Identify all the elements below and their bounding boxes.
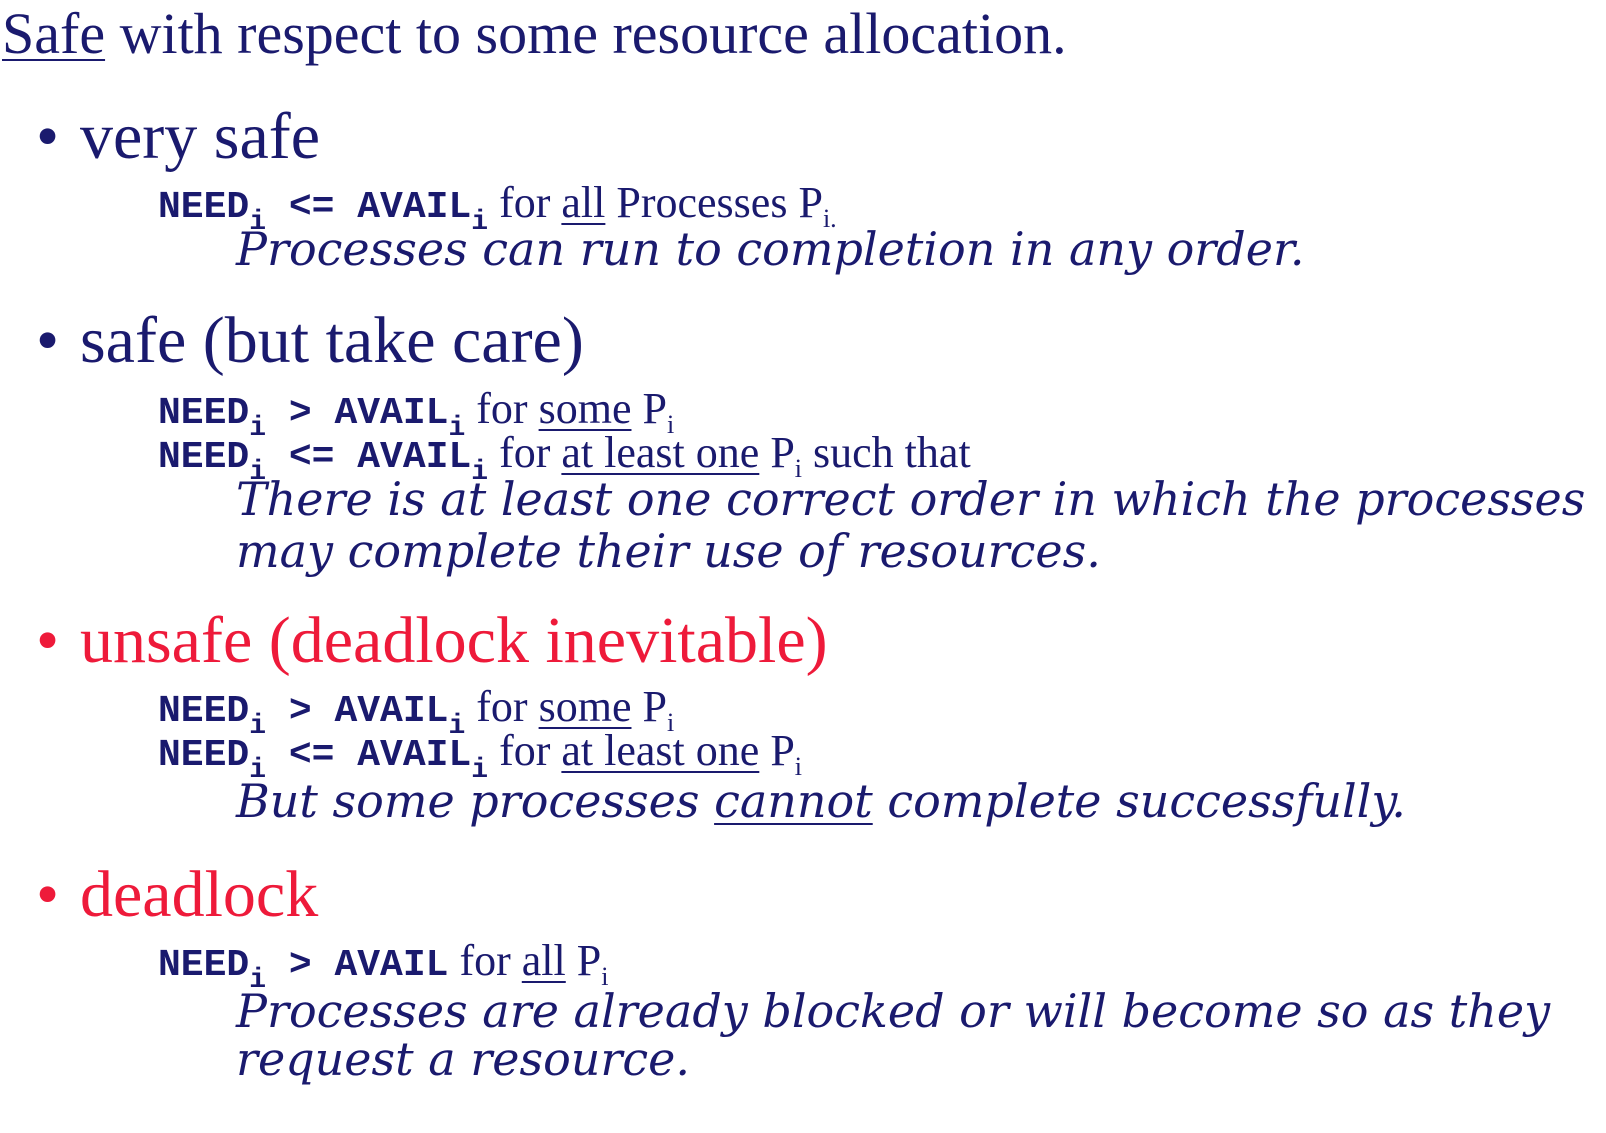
bullet-safe: • safe (but take care) — [36, 304, 584, 378]
subscript: i — [666, 708, 675, 737]
deadlock-note-line-2: request a resource. — [236, 1032, 691, 1086]
cond-underlined: some — [538, 682, 632, 731]
heading-rest: with respect to some resource allocation… — [105, 1, 1067, 66]
subscript: i — [249, 755, 267, 786]
avail-term: > AVAIL — [266, 944, 449, 987]
safe-condition-2: NEEDi <= AVAILi for at least one Pi such… — [158, 430, 971, 496]
bullet-unsafe: • unsafe (deadlock inevitable) — [36, 604, 828, 678]
cond-underlined: at least one — [561, 726, 760, 775]
very-safe-note: Processes can run to completion in any o… — [236, 222, 1305, 276]
need-term: NEED — [158, 186, 250, 229]
avail-term: > AVAIL — [266, 392, 449, 435]
subscript: i — [601, 962, 609, 991]
note-underlined: cannot — [714, 774, 873, 828]
bullet-deadlock: • deadlock — [36, 858, 318, 932]
subscript: i — [249, 207, 267, 238]
unsafe-note: But some processes cannot complete succe… — [236, 776, 1406, 826]
need-term: NEED — [158, 944, 250, 987]
subscript: i — [448, 711, 466, 742]
cond-text: P — [759, 428, 795, 477]
cond-underlined: all — [521, 936, 566, 985]
bullet-icon: • — [36, 304, 60, 377]
cond-text: P — [631, 682, 667, 731]
bullet-very-safe: • very safe — [36, 100, 320, 174]
cond-text: Processes P — [605, 178, 823, 227]
safe-condition-1: NEEDi > AVAILi for some Pi — [158, 386, 674, 452]
subscript: i. — [822, 204, 837, 233]
subscript: i — [471, 755, 489, 786]
need-term: NEED — [158, 690, 250, 733]
subscript: i — [794, 454, 803, 483]
subscript: i — [794, 752, 803, 781]
cond-text: for — [465, 384, 539, 433]
avail-term: <= AVAIL — [266, 186, 472, 229]
avail-term: <= AVAIL — [266, 734, 472, 777]
subscript: i — [249, 457, 267, 488]
subscript: i — [666, 410, 675, 439]
page-heading: Safe with respect to some resource alloc… — [2, 2, 1067, 66]
subscript: i — [249, 413, 267, 444]
cond-text: for — [465, 682, 539, 731]
bullet-icon: • — [36, 858, 60, 931]
need-term: NEED — [158, 734, 250, 777]
avail-term: > AVAIL — [266, 690, 449, 733]
bullet-title: unsafe (deadlock inevitable) — [80, 604, 828, 677]
subscript: i — [471, 207, 489, 238]
cond-text: P — [631, 384, 667, 433]
deadlock-note-line-1: Processes are already blocked or will be… — [236, 984, 1551, 1038]
need-term: NEED — [158, 436, 250, 479]
safe-note-line-1: There is at least one correct order in w… — [236, 472, 1586, 526]
cond-text: P — [565, 936, 602, 985]
unsafe-condition-2: NEEDi <= AVAILi for at least one Pi — [158, 728, 802, 794]
cond-text: for — [488, 726, 562, 775]
cond-underlined: at least one — [561, 428, 760, 477]
safe-note-line-2: may complete their use of resources. — [236, 524, 1101, 578]
cond-text: for — [488, 178, 562, 227]
subscript: i — [448, 413, 466, 444]
cond-underlined: all — [561, 178, 606, 227]
cond-text: P — [759, 726, 795, 775]
note-text: complete successfully. — [872, 774, 1406, 828]
subscript: i — [249, 711, 267, 742]
need-term: NEED — [158, 392, 250, 435]
very-safe-condition: NEEDi <= AVAILi for all Processes Pi. — [158, 180, 837, 246]
note-text: But some processes — [236, 774, 715, 828]
bullet-title: very safe — [80, 100, 321, 173]
subscript: i — [249, 965, 267, 996]
bullet-title: deadlock — [80, 858, 319, 931]
cond-text: such that — [802, 428, 971, 477]
cond-text: for — [488, 428, 562, 477]
bullet-icon: • — [36, 100, 60, 173]
bullet-icon: • — [36, 604, 60, 677]
cond-underlined: some — [538, 384, 632, 433]
cond-text: for — [448, 936, 522, 985]
subscript: i — [471, 457, 489, 488]
bullet-title: safe (but take care) — [80, 304, 584, 377]
avail-term: <= AVAIL — [266, 436, 472, 479]
deadlock-condition: NEEDi > AVAIL for all Pi — [158, 938, 608, 1004]
heading-safe-word: Safe — [2, 1, 106, 66]
unsafe-condition-1: NEEDi > AVAILi for some Pi — [158, 684, 674, 750]
